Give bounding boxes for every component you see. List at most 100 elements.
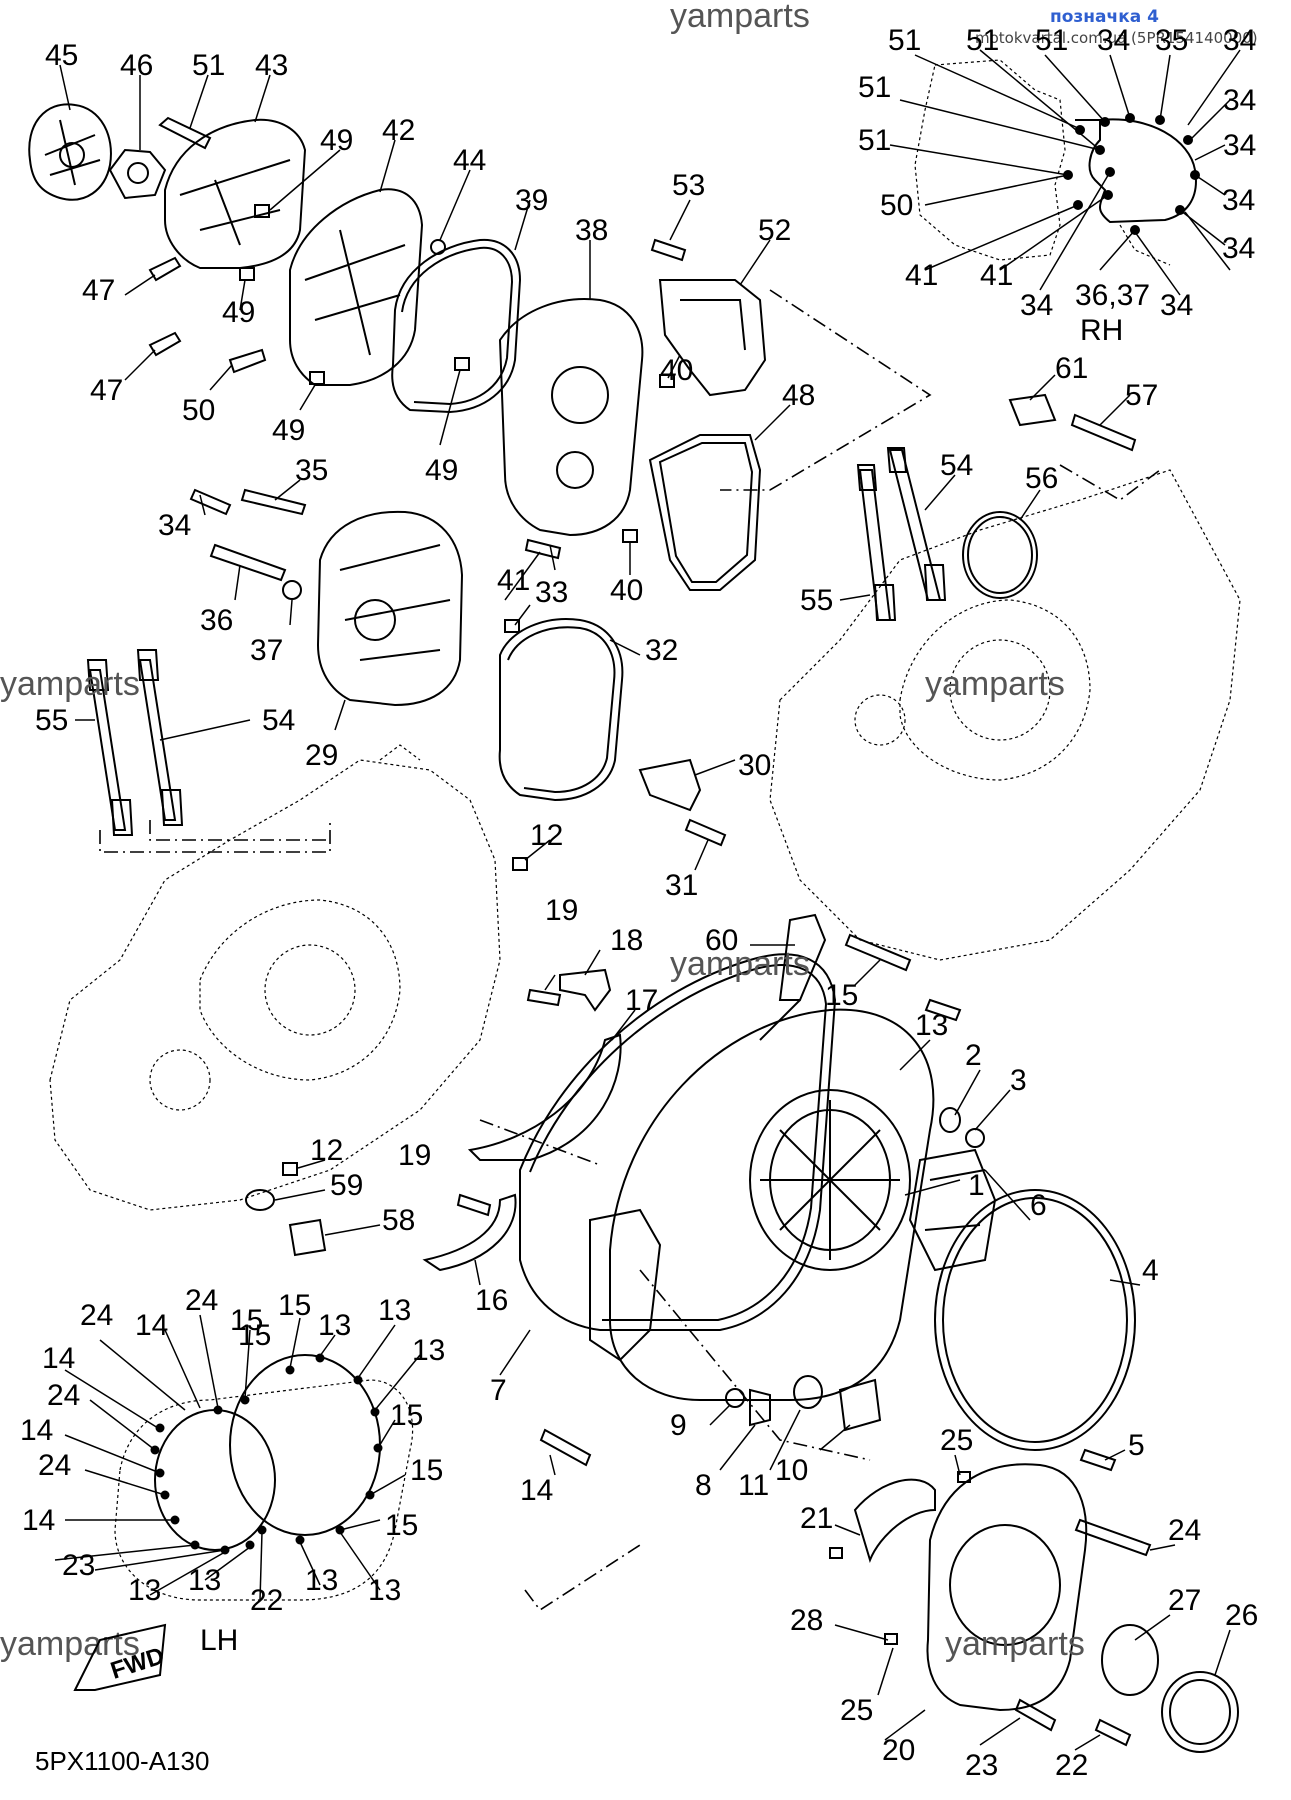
- callout: 48: [782, 379, 815, 412]
- callout: 42: [382, 114, 415, 147]
- callout: 15: [825, 979, 858, 1012]
- callout: 5: [1128, 1429, 1145, 1462]
- callout: 25: [840, 1694, 873, 1727]
- callout: 22: [1055, 1749, 1088, 1782]
- callout: 40: [660, 354, 693, 387]
- callout: 9: [670, 1409, 687, 1442]
- callout: 21: [800, 1502, 833, 1535]
- callout: 59: [330, 1169, 363, 1202]
- callout: 49: [425, 454, 458, 487]
- lh-view-label: LH: [200, 1624, 238, 1657]
- callout: 30: [738, 749, 771, 782]
- callout: 60: [705, 924, 738, 957]
- lh-callout: 13: [128, 1574, 161, 1607]
- callout: 49: [320, 124, 353, 157]
- marker-tag: позначка 4: [1050, 7, 1159, 27]
- rh-callout: 50: [880, 189, 913, 222]
- callout: 34: [158, 509, 191, 542]
- callout: 14: [520, 1474, 553, 1507]
- callout: 55: [35, 704, 68, 737]
- callout: 32: [645, 634, 678, 667]
- callout: 39: [515, 184, 548, 217]
- callout: 11: [738, 1469, 769, 1502]
- callout: 6: [1030, 1189, 1047, 1222]
- rh-callout: 34: [1097, 24, 1130, 57]
- callout: 12: [310, 1134, 343, 1167]
- lh-callout: 24: [185, 1284, 218, 1317]
- rh-callout: 34: [1222, 184, 1255, 217]
- watermark-center-right: yamparts: [925, 665, 1065, 703]
- rh-callout: 34: [1222, 232, 1255, 265]
- source-caption: motokvartal.com.ua (5PR154140000): [975, 29, 1258, 47]
- callout: 47: [82, 274, 115, 307]
- callout: 55: [800, 584, 833, 617]
- callout: 33: [535, 576, 568, 609]
- callout: 25: [940, 1424, 973, 1457]
- callout: 35: [295, 454, 328, 487]
- callout: 1: [968, 1169, 985, 1202]
- rh-callout: 41: [905, 259, 938, 292]
- lh-callout: 13: [412, 1334, 445, 1367]
- callout: 54: [940, 449, 973, 482]
- lh-callout: 22: [250, 1584, 283, 1617]
- callout: 29: [305, 739, 338, 772]
- lh-callout: 14: [22, 1504, 55, 1537]
- callout: 51: [192, 49, 225, 82]
- lh-inset: [54, 1314, 421, 1601]
- callout: 17: [625, 984, 658, 1017]
- callout: 58: [382, 1204, 415, 1237]
- callout: 24: [1168, 1514, 1201, 1547]
- callout: 8: [695, 1469, 712, 1502]
- callout: 52: [758, 214, 791, 247]
- lh-callout: 23: [62, 1549, 95, 1582]
- callout: 61: [1055, 352, 1088, 385]
- callout: 19: [398, 1139, 431, 1172]
- rh-callout: 34: [1020, 289, 1053, 322]
- rh-inset: [889, 49, 1241, 296]
- lh-callout: 13: [305, 1564, 338, 1597]
- diagram-code: 5PX1100-A130: [35, 1746, 209, 1776]
- generator-cover-assembly: [422, 949, 1239, 1753]
- lh-callout: 15: [238, 1319, 271, 1352]
- callout: 56: [1025, 462, 1058, 495]
- callout: 49: [222, 296, 255, 329]
- lh-callout: 13: [318, 1309, 351, 1342]
- callout: 41: [497, 564, 530, 597]
- callout: 2: [965, 1039, 982, 1072]
- callout: 45: [45, 39, 78, 72]
- callout: 3: [1010, 1064, 1027, 1097]
- rh-callouts: 51 51 51 34 35 34 51 34 51 34 50 34 41 4…: [858, 24, 1256, 347]
- callout: 7: [490, 1374, 507, 1407]
- rh-callout: 34: [1223, 24, 1256, 57]
- callout: 27: [1168, 1584, 1201, 1617]
- callout: 37: [250, 634, 283, 667]
- rh-callout: 51: [858, 71, 891, 104]
- watermark-top: yamparts: [670, 0, 810, 35]
- watermark-bottom-right: yamparts: [945, 1625, 1085, 1663]
- lh-callout: 14: [135, 1309, 168, 1342]
- watermark-center: yamparts: [670, 945, 810, 983]
- lh-callout: 13: [188, 1564, 221, 1597]
- crankcase-right: [720, 289, 1241, 1041]
- rh-callout: 34: [1160, 289, 1193, 322]
- callout: 54: [262, 704, 295, 737]
- callout: 46: [120, 49, 153, 82]
- rh-callout: 35: [1155, 24, 1188, 57]
- rh-callout: 51: [858, 124, 891, 157]
- lh-callout: 15: [410, 1454, 443, 1487]
- rh-callout: 51: [888, 24, 921, 57]
- callout: 38: [575, 214, 608, 247]
- lh-callout: 13: [368, 1574, 401, 1607]
- rh-callout: 41: [980, 259, 1013, 292]
- lh-callout: 15: [390, 1399, 423, 1432]
- callout: 43: [255, 49, 288, 82]
- lh-callout: 15: [278, 1289, 311, 1322]
- rh-callout: 34: [1223, 84, 1256, 117]
- rh-callout: 51: [1035, 24, 1068, 57]
- rh-callout: 34: [1223, 129, 1256, 162]
- callout: 19: [545, 894, 578, 927]
- rh-view-label: RH: [1080, 314, 1123, 347]
- lh-callout: 13: [378, 1294, 411, 1327]
- callout: 49: [272, 414, 305, 447]
